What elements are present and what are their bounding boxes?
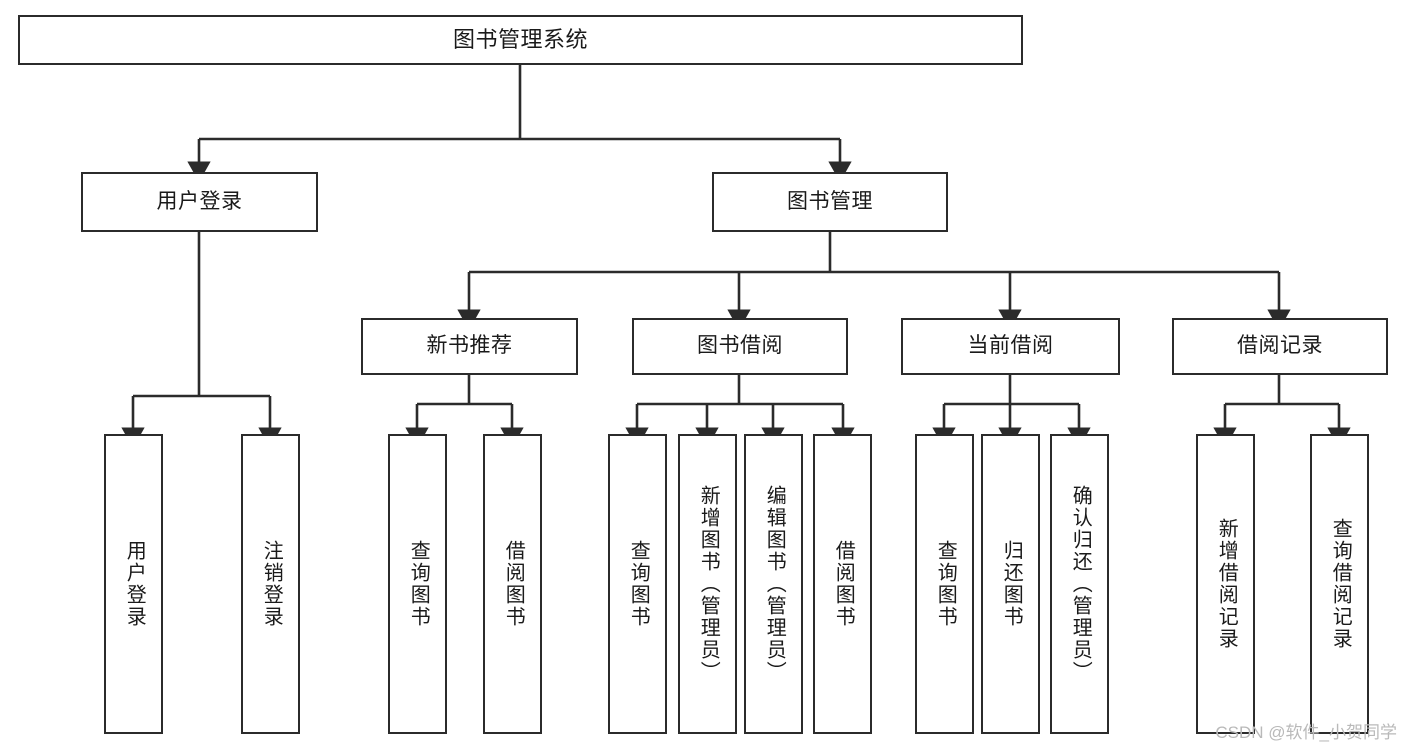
- leaf-borrow-book-1-label: 借阅图书: [502, 540, 525, 628]
- node-book-borrow[interactable]: 图书借阅: [632, 318, 848, 375]
- leaf-query-book-1-label: 查询图书: [407, 540, 430, 628]
- leaf-add-book-label: 新增图书（管理员）: [697, 485, 720, 683]
- leaf-query-book-3[interactable]: 查询图书: [915, 434, 974, 734]
- leaf-query-book-1[interactable]: 查询图书: [388, 434, 447, 734]
- leaf-logout-login[interactable]: 注销登录: [241, 434, 300, 734]
- leaf-edit-book-label: 编辑图书（管理员）: [763, 485, 786, 683]
- leaf-query-record-label: 查询借阅记录: [1329, 518, 1352, 650]
- csdn-watermark: CSDN @软件_小贺同学: [1215, 723, 1397, 742]
- leaf-user-login[interactable]: 用户登录: [104, 434, 163, 734]
- leaf-return-book-label: 归还图书: [1000, 540, 1023, 628]
- leaf-borrow-book-1[interactable]: 借阅图书: [483, 434, 542, 734]
- leaf-user-login-label: 用户登录: [123, 540, 146, 628]
- leaf-return-book[interactable]: 归还图书: [981, 434, 1040, 734]
- leaf-add-record[interactable]: 新增借阅记录: [1196, 434, 1255, 734]
- leaf-edit-book[interactable]: 编辑图书（管理员）: [744, 434, 803, 734]
- leaf-confirm-return-label: 确认归还（管理员）: [1069, 485, 1092, 683]
- leaf-add-book[interactable]: 新增图书（管理员）: [678, 434, 737, 734]
- leaf-logout-login-label: 注销登录: [260, 540, 283, 628]
- node-new-book-recommend[interactable]: 新书推荐: [361, 318, 578, 375]
- node-book-management-label: 图书管理: [787, 189, 873, 213]
- node-new-book-recommend-label: 新书推荐: [426, 334, 513, 358]
- leaf-add-record-label: 新增借阅记录: [1215, 518, 1238, 650]
- node-borrow-record-label: 借阅记录: [1237, 334, 1323, 358]
- leaf-confirm-return[interactable]: 确认归还（管理员）: [1050, 434, 1109, 734]
- node-user-login[interactable]: 用户登录: [81, 172, 318, 232]
- node-root-label: 图书管理系统: [452, 27, 588, 53]
- leaf-query-book-2[interactable]: 查询图书: [608, 434, 667, 734]
- leaf-borrow-book-2-label: 借阅图书: [832, 540, 855, 628]
- leaf-query-record[interactable]: 查询借阅记录: [1310, 434, 1369, 734]
- node-user-login-label: 用户登录: [156, 189, 243, 213]
- node-current-borrow[interactable]: 当前借阅: [901, 318, 1120, 375]
- leaf-query-book-2-label: 查询图书: [627, 540, 650, 628]
- leaf-borrow-book-2[interactable]: 借阅图书: [813, 434, 872, 734]
- node-book-borrow-label: 图书借阅: [697, 334, 783, 358]
- node-book-management[interactable]: 图书管理: [712, 172, 948, 232]
- node-current-borrow-label: 当前借阅: [967, 334, 1054, 358]
- leaf-query-book-3-label: 查询图书: [934, 540, 957, 628]
- node-borrow-record[interactable]: 借阅记录: [1172, 318, 1388, 375]
- node-root-system[interactable]: 图书管理系统: [18, 15, 1023, 65]
